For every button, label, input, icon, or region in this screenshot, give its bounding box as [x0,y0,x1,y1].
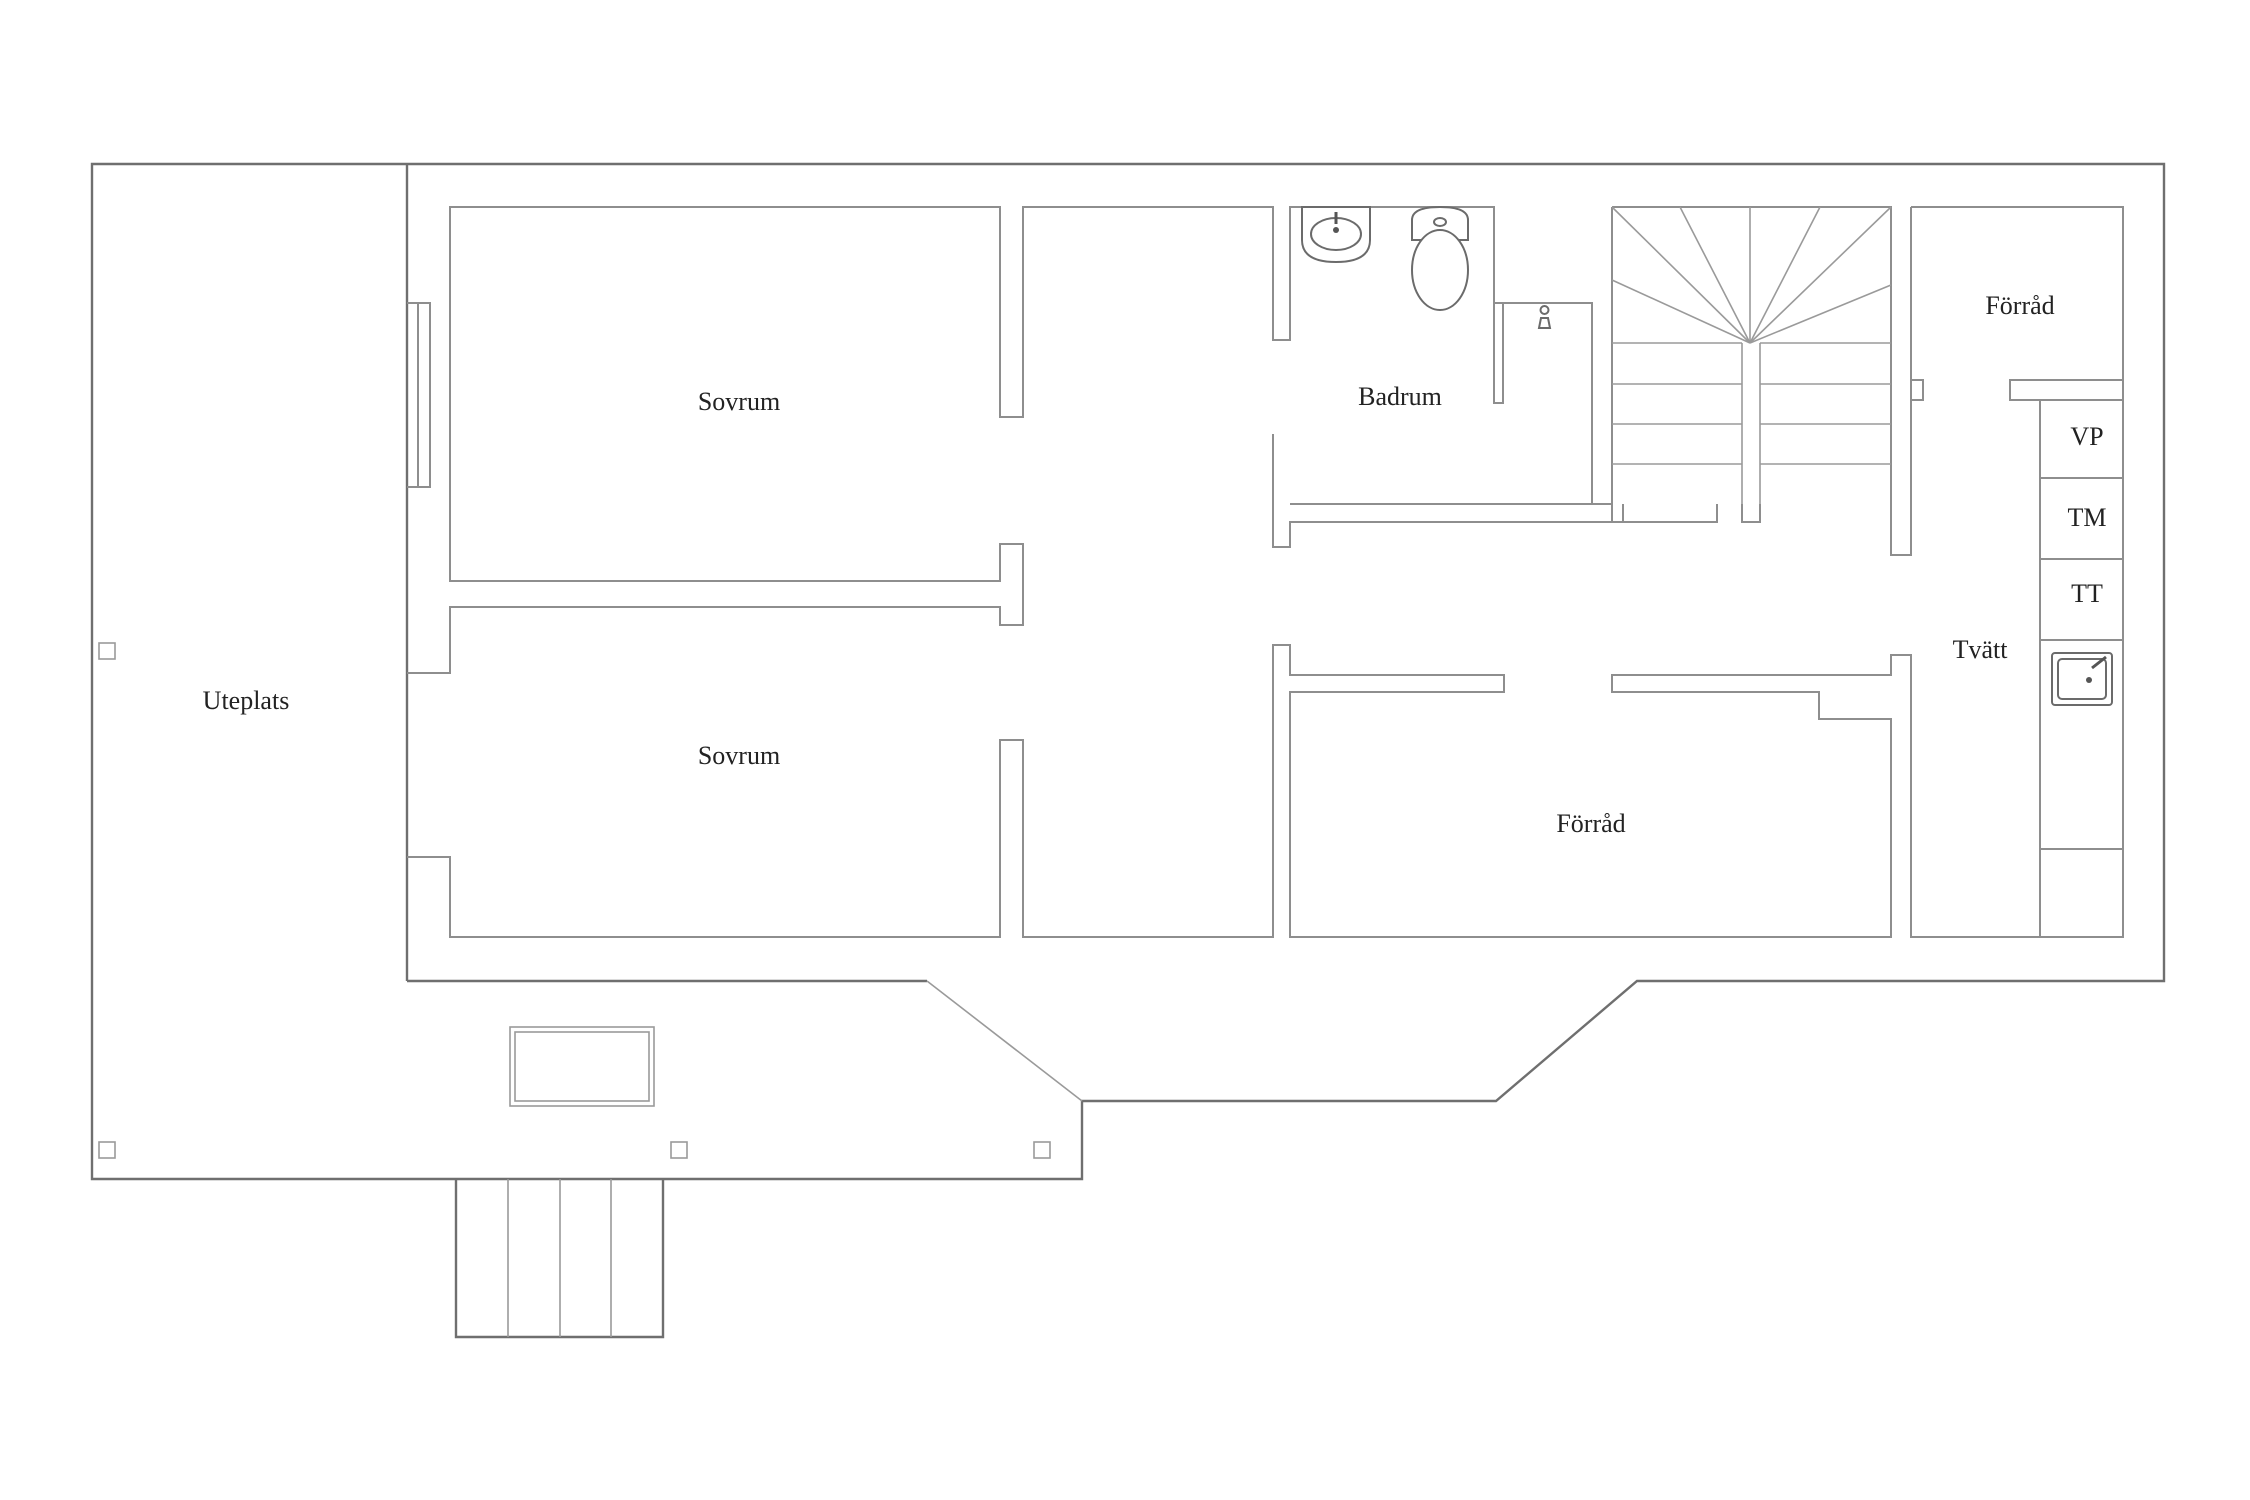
interior-walls [407,206,2124,938]
post-icon [98,1141,116,1159]
appliance-label-vp: VP [2070,422,2103,451]
room-label-forrad-bottom: Förråd [1556,809,1625,838]
entrance-steps [454,1179,665,1339]
post-icon [98,642,116,660]
toilet-icon [1411,205,1469,311]
room-label-forrad-top: Förråd [1985,291,2054,320]
skylight-window [509,1026,655,1107]
post-icon [1033,1141,1051,1159]
post-icon [670,1141,688,1159]
terrace-outline [90,162,2166,1181]
room-label-uteplats: Uteplats [203,686,290,715]
appliance-label-tt: TT [2071,579,2103,608]
appliance-label-tm: TM [2068,503,2107,532]
staircase [1611,206,1892,504]
room-label-sovrum-lower: Sovrum [698,741,780,770]
sink-icon [1301,206,1371,264]
laundry-sink-icon [2051,652,2113,706]
room-label-tvatt: Tvätt [1953,635,2009,664]
room-label-badrum: Badrum [1358,382,1442,411]
shower-icon [1493,302,1592,403]
room-label-sovrum-upper: Sovrum [698,387,780,416]
